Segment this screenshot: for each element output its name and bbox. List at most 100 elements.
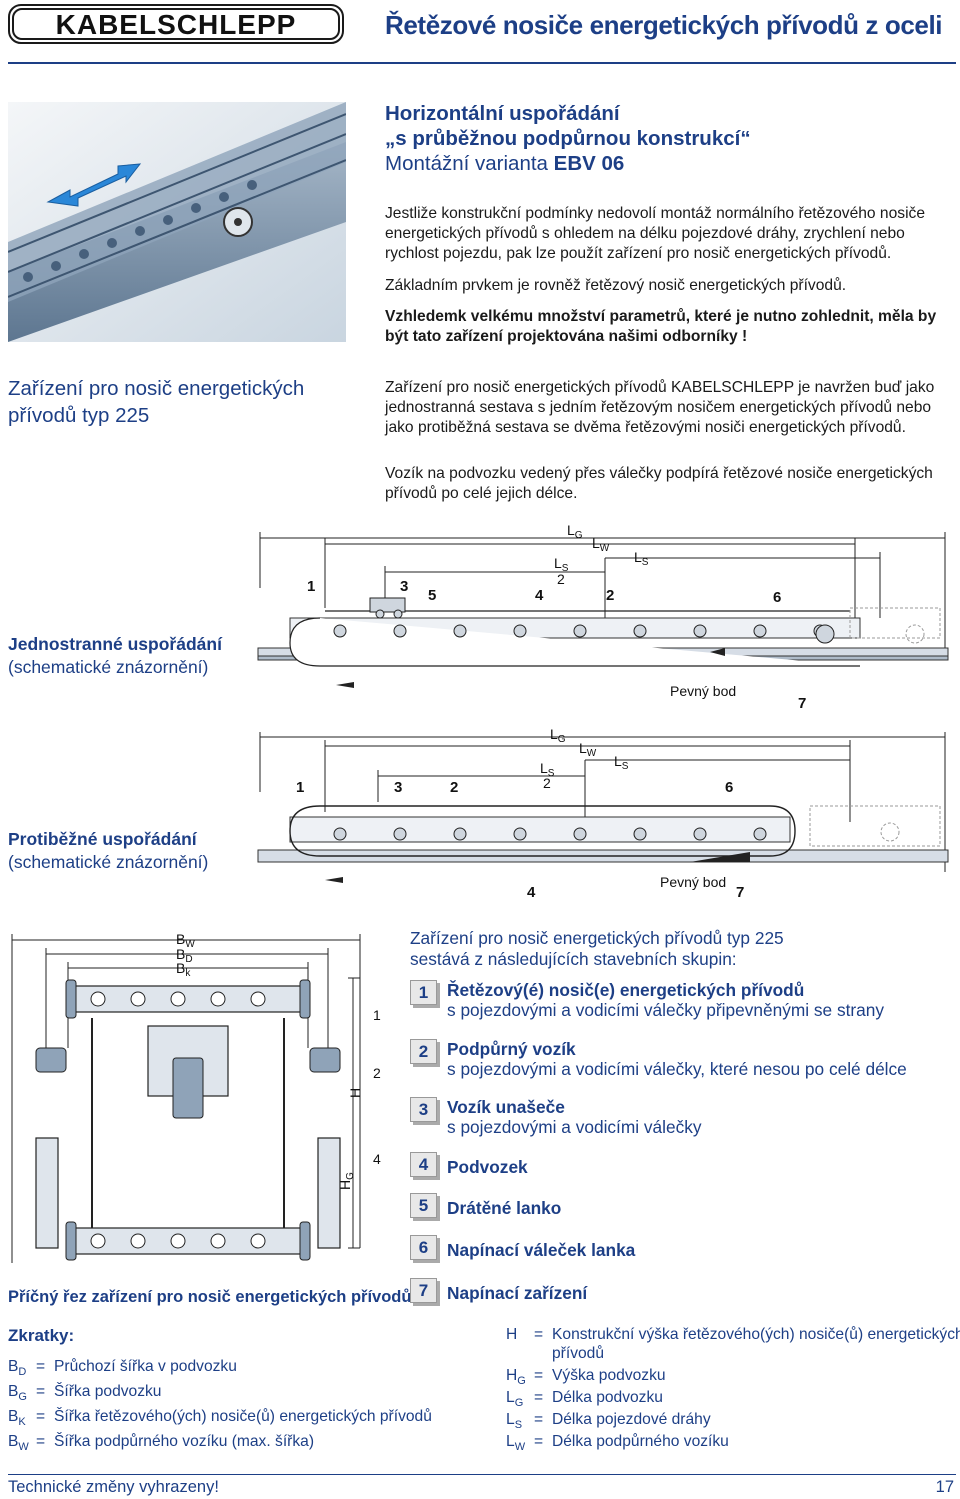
cross-section-caption: Příčný řez zařízení pro nosič energetick…	[8, 1288, 412, 1306]
components-intro: Zařízení pro nosič energetických přívodů…	[410, 928, 784, 970]
heading-line3-bold: EBV 06	[553, 152, 625, 175]
component-number: 3	[410, 1097, 437, 1122]
abbr-sym: B	[8, 1433, 19, 1450]
d2-num-2: 2	[450, 779, 458, 796]
chain-carrier-photo	[8, 102, 346, 342]
diagram2-schematic: LG LW LS LS 2 1 3 2 6 5 4 7 Pevný bod	[257, 726, 949, 901]
abbr-text: Délka podvozku	[552, 1389, 663, 1406]
d2-lw-sub: W	[587, 748, 597, 759]
abbr-eq: =	[36, 1358, 46, 1375]
abbr-text: Šířka podvozku	[54, 1383, 162, 1400]
logo-text: KABELSCHLEPP	[56, 9, 297, 40]
d1-lg: L	[567, 522, 575, 538]
svg-text:BW: BW	[176, 931, 195, 950]
abbr-text: Šířka podpůrného vozíku (max. šířka)	[54, 1433, 315, 1450]
footer-rule	[8, 1474, 956, 1475]
d2-num-3: 3	[394, 779, 402, 796]
section1-para2: Základním prvkem je rovněž řetězový nosi…	[385, 277, 847, 294]
d1-ls: L	[634, 549, 642, 565]
component-item-2: 2 Podpůrný vozík s pojezdovými a vodicím…	[410, 1039, 958, 1081]
component-item-5: 5 Drátěné lanko	[410, 1193, 958, 1219]
abbr-eq: =	[36, 1433, 46, 1450]
abbr-text-cont: přívodů	[552, 1345, 605, 1362]
abbr-sym: H	[506, 1367, 518, 1384]
abbr-eq: =	[534, 1326, 544, 1343]
header-rule	[8, 62, 956, 64]
xs-h: H	[347, 1088, 363, 1098]
component-item-7: 7 Napínací zařízení	[410, 1278, 958, 1304]
d2-num-4: 4	[527, 884, 536, 901]
d2-lw: L	[579, 740, 587, 756]
abbr-sym: L	[506, 1433, 515, 1450]
component-desc: s pojezdovými a vodicími válečky	[447, 1117, 702, 1137]
abbr-left-1: BG=Šířka podvozku	[8, 1382, 161, 1407]
kabelschlepp-logo: KABELSCHLEPP	[8, 4, 344, 44]
diagram1-label: Jednostranné uspořádání (schematické zná…	[8, 633, 222, 679]
xs-bd-sub: D	[185, 954, 192, 965]
d2-ls2-sub: S	[548, 768, 555, 779]
page-title: Řetězové nosiče energetických přívodů z …	[385, 10, 943, 40]
abbr-text: Průchozí šířka v podvozku	[54, 1358, 237, 1375]
d2-ls-sub: S	[622, 761, 629, 772]
diagram1-schematic: LG LW LS LS 2 1 3 5 4 2 6 7 Pevný bod	[257, 522, 949, 712]
d2-lg: L	[550, 726, 558, 742]
d1-num-6: 6	[773, 589, 781, 606]
abbr-sym: H	[506, 1326, 518, 1343]
abbr-right-1: HG=Výška podvozku	[506, 1366, 666, 1391]
component-number: 7	[410, 1278, 437, 1303]
d1-ls-sub: S	[642, 557, 649, 568]
component-number: 5	[410, 1193, 437, 1218]
diagram1-label-bold: Jednostranné uspořádání	[8, 634, 222, 654]
svg-text:H: H	[347, 1088, 363, 1098]
xs-num-1: 1	[373, 1007, 381, 1023]
abbr-sym: B	[8, 1383, 19, 1400]
d1-fixed-point: Pevný bod	[670, 683, 736, 699]
svg-text:LG: LG	[550, 726, 566, 745]
components-intro-line2: sestává z následujících stavebních skupi…	[410, 949, 737, 969]
component-title: Podvozek	[447, 1157, 528, 1177]
diagram2-label-normal: (schematické znázornění)	[8, 852, 209, 872]
abbr-eq: =	[534, 1433, 544, 1450]
svg-text:LS: LS	[634, 549, 649, 568]
component-number: 4	[410, 1152, 437, 1177]
d1-ls2-den: 2	[557, 571, 565, 587]
d2-lg-sub: G	[558, 734, 566, 745]
d1-ls2-sub: S	[562, 563, 569, 574]
xs-bw-sub: W	[185, 939, 195, 950]
svg-text:LS: LS	[554, 555, 569, 574]
xs-num-2: 2	[373, 1065, 381, 1081]
abbr-left-0: BD=Průchozí šířka v podvozku	[8, 1357, 237, 1382]
abbr-text: Délka pojezdové dráhy	[552, 1411, 711, 1428]
section2-heading: Zařízení pro nosič energetických přívodů…	[8, 375, 304, 429]
component-item-3: 3 Vozík unašeče s pojezdovými a vodicími…	[410, 1097, 958, 1139]
section1-para3: Vzhledemk velkému množství parametrů, kt…	[385, 308, 937, 345]
d1-num-7: 7	[798, 695, 806, 712]
section2-para1: Zařízení pro nosič energetických přívodů…	[385, 379, 935, 436]
abbr-left-2: BK=Šířka řetězového(ých) nosiče(ů) energ…	[8, 1407, 432, 1432]
abbr-sym: L	[506, 1411, 515, 1428]
component-number: 2	[410, 1039, 437, 1064]
xs-num-4: 4	[373, 1151, 381, 1167]
abbr-sub: G	[514, 1397, 524, 1410]
svg-text:BD: BD	[176, 946, 193, 965]
abbr-text: Výška podvozku	[552, 1367, 666, 1384]
svg-text:HG: HG	[337, 1172, 356, 1190]
abbr-sub: K	[18, 1416, 26, 1429]
footer-note: Technické změny vyhrazeny!	[8, 1478, 219, 1496]
d1-num-1: 1	[307, 578, 315, 595]
abbreviations-heading: Zkratky:	[8, 1326, 75, 1345]
components-intro-line1: Zařízení pro nosič energetických přívodů…	[410, 928, 784, 948]
svg-text:LW: LW	[579, 740, 597, 759]
section2-heading-line2: přívodů typ 225	[8, 404, 150, 427]
abbr-eq: =	[534, 1411, 544, 1428]
abbr-sub: W	[514, 1441, 526, 1454]
abbr-sym: B	[8, 1408, 19, 1425]
d2-fixed-point: Pevný bod	[660, 874, 726, 890]
d2-num-6: 6	[725, 779, 733, 796]
section2-para2: Vozík na podvozku vedený přes válečky po…	[385, 465, 933, 502]
d1-num-4: 4	[535, 587, 544, 604]
svg-text:LG: LG	[567, 522, 583, 541]
abbr-right-3: LS=Délka pojezdové dráhy	[506, 1410, 711, 1435]
heading-line2: „s průběžnou podpůrnou konstrukcí“	[385, 127, 751, 150]
abbr-sym: B	[8, 1358, 19, 1375]
